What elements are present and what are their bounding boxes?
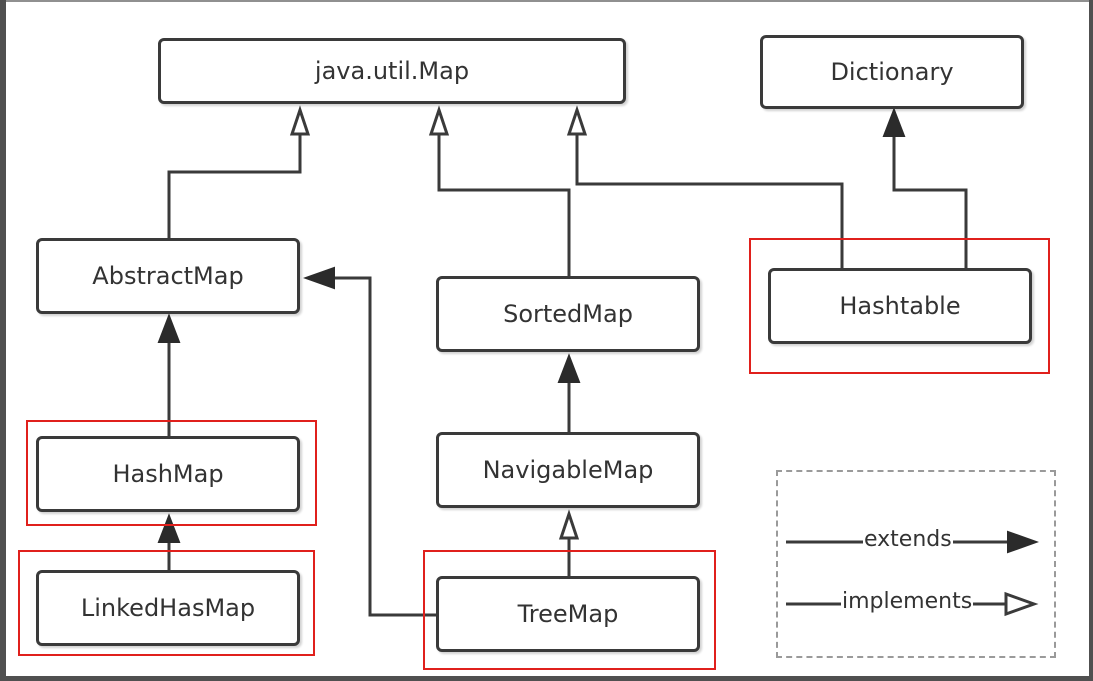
node-linkedhasmap: LinkedHasMap	[36, 570, 300, 646]
highlight-hashmap	[26, 420, 317, 526]
legend-hollow-arrowhead	[1004, 591, 1039, 617]
edge-hashtable-dictionary	[892, 134, 968, 268]
legend-filled-arrowhead	[1007, 530, 1039, 554]
node-dictionary: Dictionary	[760, 35, 1024, 109]
node-label: Dictionary	[830, 58, 954, 86]
node-label: LinkedHasMap	[80, 594, 256, 622]
node-label: HashMap	[112, 460, 224, 488]
node-sortedmap: SortedMap	[436, 276, 700, 352]
frame-border-left	[0, 0, 6, 681]
frame-border-top	[0, 0, 1093, 2]
hollow-arrowhead-navigablemap	[558, 509, 580, 540]
hollow-arrowhead-map-mid	[428, 105, 450, 136]
node-label: NavigableMap	[482, 456, 654, 484]
highlight-hashtable	[749, 238, 1050, 374]
node-label: TreeMap	[517, 600, 619, 628]
highlight-treemap	[423, 550, 716, 670]
filled-arrowhead-dictionary	[882, 107, 906, 137]
filled-arrowhead-sortedmap	[557, 353, 581, 383]
edge-treemap-abstractmap	[333, 276, 436, 617]
node-navigablemap: NavigableMap	[436, 432, 700, 508]
edge-abstractmap-map	[167, 134, 302, 238]
filled-arrowhead-hashmap	[157, 513, 181, 543]
node-label: AbstractMap	[92, 262, 244, 290]
node-label: java.util.Map	[314, 57, 470, 85]
legend	[776, 470, 1056, 658]
filled-arrowhead-abstractmap-side	[303, 266, 335, 290]
frame-border-bottom	[0, 676, 1093, 681]
edge-hashtable-map	[575, 134, 844, 268]
node-treemap: TreeMap	[436, 576, 700, 652]
node-java-util-map: java.util.Map	[158, 38, 626, 104]
node-hashmap: HashMap	[36, 436, 300, 512]
node-label: SortedMap	[503, 300, 633, 328]
legend-implements-label: implements	[841, 589, 974, 614]
highlight-linkedhasmap	[18, 550, 315, 656]
filled-arrowhead-abstractmap-top	[157, 313, 181, 343]
node-label: Hashtable	[839, 292, 961, 320]
legend-extends-label: extends	[863, 527, 953, 552]
node-hashtable: Hashtable	[768, 268, 1032, 344]
node-abstractmap: AbstractMap	[36, 238, 300, 314]
hollow-arrowhead-map-left	[289, 105, 311, 136]
hollow-arrowhead-map-right	[566, 105, 588, 136]
edge-sortedmap-map	[437, 134, 571, 276]
frame-border-right	[1089, 0, 1093, 681]
